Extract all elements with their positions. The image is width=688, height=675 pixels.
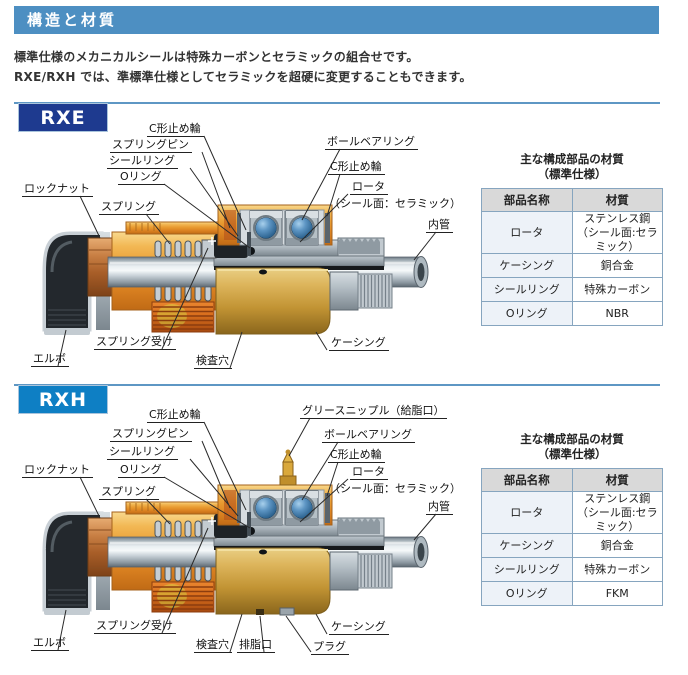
section-divider-rxe: [14, 102, 660, 104]
rotary-joint-cross-section: [44, 205, 428, 335]
rxe-diagram: [0, 135, 437, 369]
cell-part: Oリング: [481, 581, 573, 607]
section-divider-rxh: [14, 384, 660, 386]
part-label-inner-pipe: 内管: [426, 500, 453, 515]
table-row: ケーシング 銅合金: [481, 253, 663, 279]
rxh-section: C形止め輪 グリースニップル（給脂口） スプリングピン ボールベアリング シール…: [0, 400, 688, 672]
cell-part: ケーシング: [481, 253, 573, 279]
plug-shape: [279, 607, 295, 616]
table-row: Oリング FKM: [481, 581, 663, 607]
table-title-line2: （標準仕様）: [537, 167, 607, 181]
header-part-name: 部品名称: [481, 188, 573, 212]
part-label-rotor-note: （シール面：セラミック）: [329, 482, 461, 495]
cell-material: ステンレス鋼 （シール面:セラミック）: [571, 490, 663, 535]
header-part-name: 部品名称: [481, 468, 573, 492]
part-label-o-ring: Oリング: [118, 170, 165, 185]
table-row: ロータ ステンレス鋼 （シール面:セラミック）: [481, 490, 663, 535]
part-label-c-ring-top: C形止め輪: [147, 408, 204, 423]
part-label-inner-pipe: 内管: [426, 218, 453, 233]
part-label-spring-seat: スプリング受け: [94, 335, 176, 350]
part-label-casing: ケーシング: [329, 620, 389, 635]
rxh-material-table: 主な構成部品の材質 （標準仕様） 部品名称 材質 ロータ ステンレス鋼 （シール…: [481, 432, 663, 607]
part-label-spring-seat: スプリング受け: [94, 619, 176, 634]
part-label-casing: ケーシング: [329, 336, 389, 351]
part-label-c-ring-right: C形止め輪: [328, 160, 385, 175]
part-label-spring-pin: スプリングピン: [110, 427, 192, 442]
table-row: ロータ ステンレス鋼 （シール面:セラミック）: [481, 210, 663, 255]
part-label-ball-bearing: ボールベアリング: [325, 135, 418, 150]
table-row: シールリング 特殊カーボン: [481, 277, 663, 303]
part-label-inspection-hole: 検査穴: [194, 638, 232, 653]
part-label-grease-nipple: グリースニップル（給脂口）: [300, 404, 448, 419]
table-row: Oリング NBR: [481, 301, 663, 327]
part-label-ball-bearing: ボールベアリング: [322, 428, 415, 443]
cell-material: 特殊カーボン: [571, 277, 663, 303]
materials-table: 部品名称 材質 ロータ ステンレス鋼 （シール面:セラミック） ケーシング 銅合…: [481, 188, 663, 327]
leader-lines: [57, 417, 437, 653]
rxe-material-table: 主な構成部品の材質 （標準仕様） 部品名称 材質 ロータ ステンレス鋼 （シール…: [481, 152, 663, 327]
drain-hole-shape: [256, 609, 264, 615]
part-label-rotor: ロータ: [350, 180, 388, 195]
part-label-rotor: ロータ: [350, 465, 388, 480]
table-title-line1: 主な構成部品の材質: [520, 432, 624, 446]
part-label-c-ring-right: C形止め輪: [328, 448, 385, 463]
model-badge-rxh: RXH: [18, 385, 108, 414]
cell-material: NBR: [571, 301, 663, 327]
part-label-spring-pin: スプリングピン: [110, 138, 192, 153]
cell-material: 特殊カーボン: [571, 557, 663, 583]
cell-part: ロータ: [481, 210, 573, 255]
table-row: シールリング 特殊カーボン: [481, 557, 663, 583]
rxh-diagram: [0, 417, 437, 653]
table-header-row: 部品名称 材質: [481, 188, 663, 212]
page-title-banner: 構造と材質: [14, 6, 659, 34]
cell-part: シールリング: [481, 277, 573, 303]
part-label-spring: スプリング: [99, 200, 159, 215]
part-label-seal-ring: シールリング: [107, 154, 178, 169]
rxe-section: C形止め輪 スプリングピン シールリング Oリング ロックナット スプリング ボ…: [0, 120, 688, 380]
cell-part: ロータ: [481, 490, 573, 535]
table-title-line2: （標準仕様）: [537, 447, 607, 461]
cell-part: Oリング: [481, 301, 573, 327]
cell-part: ケーシング: [481, 533, 573, 559]
table-title-line1: 主な構成部品の材質: [520, 152, 624, 166]
grease-nipple-shape: [279, 449, 297, 486]
table-header-row: 部品名称 材質: [481, 468, 663, 492]
part-label-elbow: エルボ: [31, 352, 69, 367]
part-label-c-ring-top: C形止め輪: [147, 122, 204, 137]
part-label-rotor-note: （シール面：セラミック）: [329, 197, 461, 210]
part-label-locknut: ロックナット: [22, 182, 93, 197]
intro-line-1: 標準仕様のメカニカルシールは特殊カーボンとセラミックの組合せです。: [14, 50, 419, 64]
cell-material: 銅合金: [571, 533, 663, 559]
cell-material: 銅合金: [571, 253, 663, 279]
table-row: ケーシング 銅合金: [481, 533, 663, 559]
part-label-locknut: ロックナット: [22, 463, 93, 478]
part-label-drain-port: 排脂口: [237, 638, 275, 653]
header-material: 材質: [571, 468, 663, 492]
model-badge-rxe: RXE: [18, 103, 108, 132]
part-label-plug: プラグ: [311, 640, 349, 655]
leader-lines: [57, 135, 437, 369]
part-label-elbow: エルボ: [31, 636, 69, 651]
cell-part: シールリング: [481, 557, 573, 583]
part-label-o-ring: Oリング: [118, 463, 165, 478]
cell-material: FKM: [571, 581, 663, 607]
part-label-spring: スプリング: [99, 485, 159, 500]
materials-table: 部品名称 材質 ロータ ステンレス鋼 （シール面:セラミック） ケーシング 銅合…: [481, 468, 663, 607]
part-label-seal-ring: シールリング: [107, 445, 178, 460]
part-label-inspection-hole: 検査穴: [194, 354, 232, 369]
header-material: 材質: [571, 188, 663, 212]
rotary-joint-cross-section: [44, 485, 428, 615]
intro-line-2: RXE/RXH では、準標準仕様としてセラミックを超硬に変更することもできます。: [14, 70, 472, 84]
cell-material: ステンレス鋼 （シール面:セラミック）: [571, 210, 663, 255]
